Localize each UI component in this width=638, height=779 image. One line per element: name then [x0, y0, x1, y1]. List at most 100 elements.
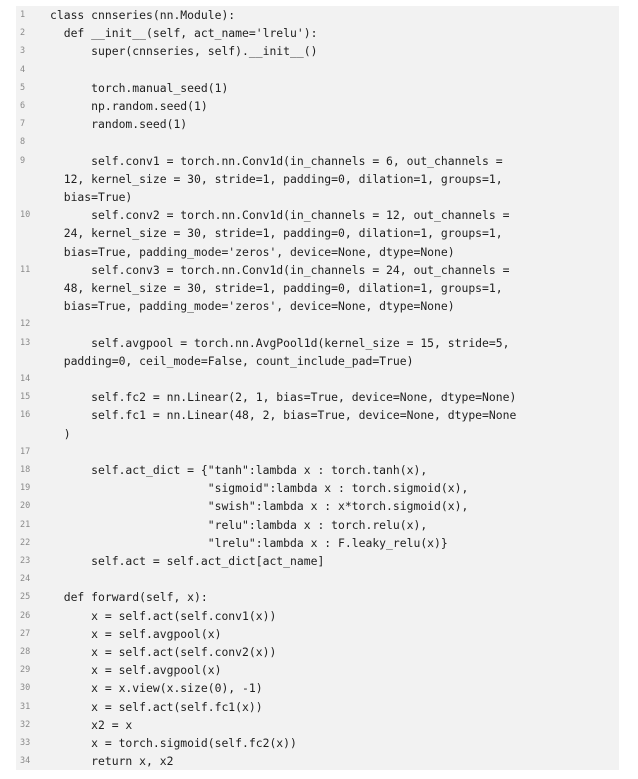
code-line: 6 np.random.seed(1) — [16, 97, 619, 116]
code-line: 13 self.avgpool = torch.nn.AvgPool1d(ker… — [16, 333, 619, 370]
code-line: 20 "swish":lambda x : x*torch.sigmoid(x)… — [16, 497, 619, 516]
code-text: "relu":lambda x : torch.relu(x), — [50, 516, 615, 534]
code-line: 24 — [16, 570, 619, 589]
line-number: 19 — [20, 483, 31, 494]
code-text-continuation: bias=True, padding_mode='zeros', device=… — [50, 244, 455, 259]
line-number: 9 — [20, 155, 26, 166]
code-line: 21 "relu":lambda x : torch.relu(x), — [16, 515, 619, 534]
code-text-segment: x = x.view(x.size(0), -1) — [50, 681, 263, 696]
code-text-segment: torch.manual_seed(1) — [50, 80, 229, 95]
code-text-segment: x = self.avgpool(x) — [50, 663, 222, 678]
code-text-segment: def forward(self, x): — [50, 590, 208, 605]
line-number: 1 — [20, 10, 26, 20]
line-number: 29 — [20, 665, 31, 676]
line-number: 6 — [20, 101, 26, 111]
code-text: def __init__(self, act_name='lrelu'): — [50, 24, 615, 42]
code-text-segment: self.conv3 = torch.nn.Conv1d(in_channels… — [50, 262, 510, 277]
code-text-segment: self.fc2 = nn.Linear(2, 1, bias=True, de… — [50, 390, 517, 405]
code-line: 29 x = self.avgpool(x) — [16, 661, 619, 680]
line-number: 30 — [20, 683, 31, 694]
code-text: "sigmoid":lambda x : torch.sigmoid(x), — [50, 479, 615, 497]
code-text: self.avgpool = torch.nn.AvgPool1d(kernel… — [50, 334, 615, 370]
code-text-continuation: padding=0, ceil_mode=False, count_includ… — [50, 353, 414, 368]
line-number: 34 — [20, 756, 31, 767]
code-text-segment: self.conv1 = torch.nn.Conv1d(in_channels… — [50, 153, 503, 168]
code-text: self.conv2 = torch.nn.Conv1d(in_channels… — [50, 206, 615, 261]
code-text-continuation: ) — [50, 426, 71, 441]
code-line: 15 self.fc2 = nn.Linear(2, 1, bias=True,… — [16, 388, 619, 407]
code-text: self.fc2 = nn.Linear(2, 1, bias=True, de… — [50, 388, 615, 406]
line-number: 22 — [20, 537, 31, 548]
line-number: 17 — [20, 446, 31, 457]
code-text-segment: x = self.act(self.fc1(x)) — [50, 699, 263, 714]
code-line: 34 return x, x2 — [16, 752, 619, 771]
code-line: 7 random.seed(1) — [16, 115, 619, 134]
code-line: 12 — [16, 315, 619, 334]
line-number: 23 — [20, 556, 31, 566]
code-text-segment: self.act = self.act_dict[act_name] — [50, 554, 325, 568]
code-text: return x, x2 — [50, 752, 615, 770]
code-text: x = self.act(self.conv2(x)) — [50, 643, 615, 661]
line-number: 33 — [20, 738, 31, 748]
code-text-segment: "lrelu":lambda x : F.leaky_relu(x)} — [50, 535, 448, 550]
code-line: 1 class cnnseries(nn.Module): — [16, 6, 619, 25]
code-line: 5 torch.manual_seed(1) — [16, 78, 619, 97]
code-line: 4 — [16, 60, 619, 79]
code-text-segment: np.random.seed(1) — [50, 99, 208, 113]
code-text: def forward(self, x): — [50, 588, 615, 606]
line-number: 8 — [20, 137, 26, 148]
code-text: random.seed(1) — [50, 115, 615, 133]
code-line: 30 x = x.view(x.size(0), -1) — [16, 679, 619, 698]
code-text-segment: self.conv2 = torch.nn.Conv1d(in_channels… — [50, 208, 510, 223]
code-text-continuation: 48, kernel_size = 30, stride=1, padding=… — [50, 281, 503, 295]
code-text: self.conv3 = torch.nn.Conv1d(in_channels… — [50, 261, 615, 316]
code-text: class cnnseries(nn.Module): — [50, 6, 615, 24]
code-text: self.act_dict = {"tanh":lambda x : torch… — [50, 461, 615, 479]
line-number: 10 — [20, 210, 31, 221]
line-number: 31 — [20, 701, 31, 712]
line-number: 4 — [20, 64, 26, 75]
code-text: super(cnnseries, self).__init__() — [50, 42, 615, 60]
code-text: "lrelu":lambda x : F.leaky_relu(x)} — [50, 534, 615, 552]
code-text: x = x.view(x.size(0), -1) — [50, 679, 615, 697]
line-number: 20 — [20, 501, 31, 512]
line-number: 21 — [20, 519, 31, 530]
code-text-continuation: 12, kernel_size = 30, stride=1, padding=… — [50, 171, 503, 186]
code-text: "swish":lambda x : x*torch.sigmoid(x), — [50, 497, 615, 515]
line-number: 27 — [20, 628, 31, 639]
code-text: x = self.avgpool(x) — [50, 661, 615, 679]
code-text-segment: "relu":lambda x : torch.relu(x), — [50, 517, 428, 532]
code-text-segment: super(cnnseries, self).__init__() — [50, 44, 318, 59]
code-line: 23 self.act = self.act_dict[act_name] — [16, 552, 619, 571]
line-number: 12 — [20, 319, 31, 330]
code-text-continuation: 24, kernel_size = 30, stride=1, padding=… — [50, 226, 503, 241]
code-text-segment: x = self.act(self.conv1(x)) — [50, 608, 277, 623]
code-text: self.conv1 = torch.nn.Conv1d(in_channels… — [50, 152, 615, 207]
code-line: 26 x = self.act(self.conv1(x)) — [16, 606, 619, 625]
code-line: 33 x = torch.sigmoid(self.fc2(x)) — [16, 734, 619, 753]
code-text-segment: "swish":lambda x : x*torch.sigmoid(x), — [50, 499, 469, 514]
code-line: 19 "sigmoid":lambda x : torch.sigmoid(x)… — [16, 479, 619, 498]
code-text-segment: class cnnseries(nn.Module): — [50, 8, 236, 22]
code-text: torch.manual_seed(1) — [50, 79, 615, 97]
code-line: 22 "lrelu":lambda x : F.leaky_relu(x)} — [16, 533, 619, 552]
code-text-segment: self.fc1 = nn.Linear(48, 2, bias=True, d… — [50, 408, 517, 423]
code-line: 17 — [16, 442, 619, 461]
line-number: 13 — [20, 337, 31, 348]
line-number: 24 — [20, 574, 31, 585]
code-line: 18 self.act_dict = {"tanh":lambda x : to… — [16, 461, 619, 480]
line-number: 3 — [20, 46, 26, 57]
code-text-segment: def __init__(self, act_name='lrelu'): — [50, 26, 318, 41]
code-text: self.fc1 = nn.Linear(48, 2, bias=True, d… — [50, 406, 615, 442]
code-text: self.act = self.act_dict[act_name] — [50, 552, 615, 570]
code-text: x = torch.sigmoid(self.fc2(x)) — [50, 734, 615, 752]
code-line: 32 x2 = x — [16, 715, 619, 734]
line-number: 25 — [20, 592, 31, 603]
code-line: 10 self.conv2 = torch.nn.Conv1d(in_chann… — [16, 206, 619, 261]
line-number: 11 — [20, 264, 31, 275]
code-text-segment: x = torch.sigmoid(self.fc2(x)) — [50, 736, 297, 750]
code-line: 9 self.conv1 = torch.nn.Conv1d(in_channe… — [16, 151, 619, 207]
code-text-segment: x = self.act(self.conv2(x)) — [50, 645, 277, 659]
line-number: 18 — [20, 465, 31, 475]
